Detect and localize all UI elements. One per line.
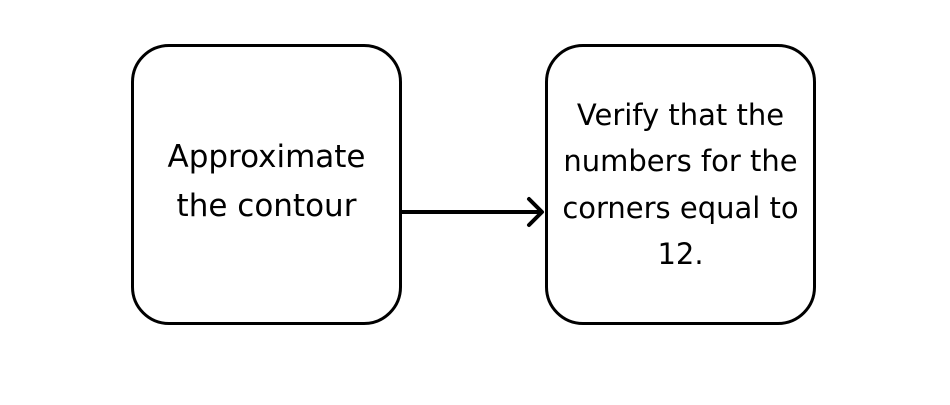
node-label-verify-corners: Verify that the numbers for the corners … xyxy=(562,97,799,272)
process-box-verify-corners: Verify that the numbers for the corners … xyxy=(545,44,816,325)
arrow-head xyxy=(527,197,544,227)
process-box-approximate-contour: Approximate the contour xyxy=(131,44,402,325)
node-label-approximate-contour: Approximate the contour xyxy=(167,138,366,224)
